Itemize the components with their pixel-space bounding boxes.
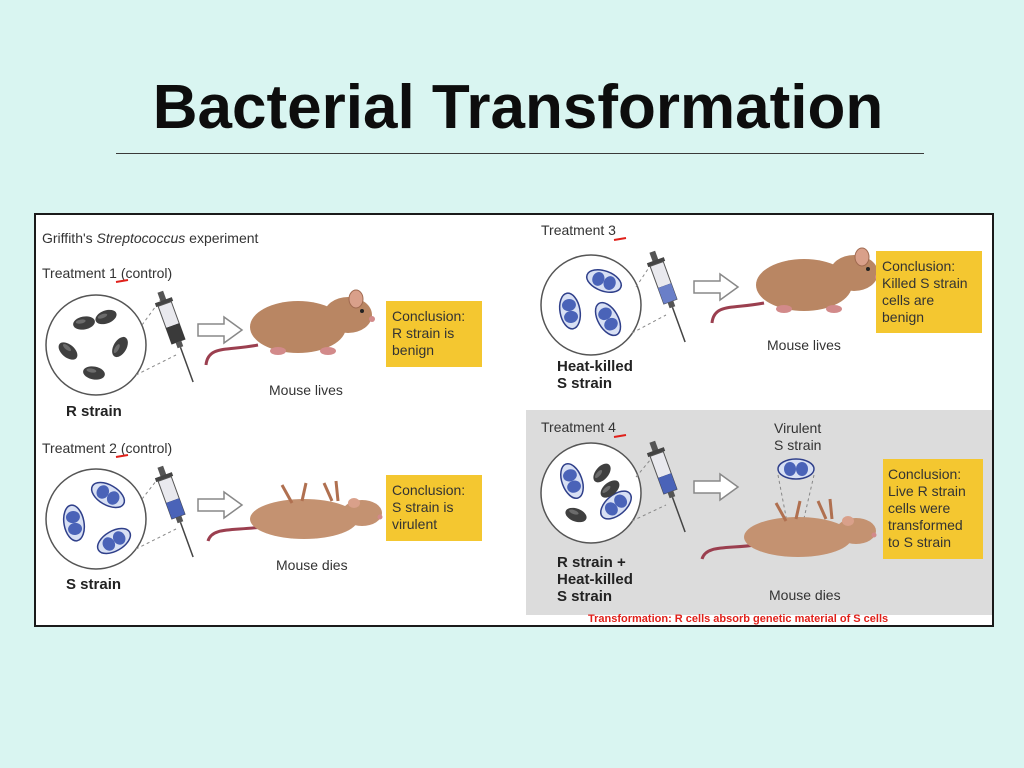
conclusion-box-3 [876, 251, 982, 333]
outcome-2: Mouse dies [276, 557, 348, 573]
conclusion-2: Conclusion: S strain is virulent [392, 482, 469, 532]
experiment-heading: Griffith's Streptococcus experiment [42, 230, 259, 246]
arrow-2 [197, 491, 243, 519]
sample-3-label: Heat-killed S strain [557, 358, 637, 392]
outcome-3: Mouse lives [767, 337, 841, 353]
treatment-2: Treatment 2 (control) Mouse dies S strai… [42, 440, 482, 593]
syringe-mixed [643, 437, 695, 536]
treatment-3: Treatment 3 Mouse lives Heat-killed S st… [540, 222, 982, 392]
recovered-label: Virulent S strain [774, 420, 825, 453]
conclusion-box-4 [883, 459, 983, 559]
outcome-1: Mouse lives [269, 382, 343, 398]
heat-killed-s-sample-circle [540, 254, 642, 356]
syringe-s-strain [151, 462, 203, 561]
conclusion-box-2 [386, 475, 482, 541]
transformation-footnote: Transformation: R cells absorb genetic m… [588, 613, 888, 625]
sample-1-label: R strain [66, 403, 122, 420]
treatment-4-label: Treatment 4 [541, 419, 616, 435]
figure-canvas: Griffith's Streptococcus experiment Trea… [42, 222, 992, 625]
mouse-live-3 [710, 246, 883, 325]
conclusion-1: Conclusion: R strain is benign [392, 308, 469, 358]
virulent-s-cell [777, 458, 815, 480]
syringe-r-strain [151, 287, 203, 386]
sample-4-label: R strain + Heat-killed S strain [557, 554, 637, 605]
outcome-4: Mouse dies [769, 587, 841, 603]
conclusion-4: Conclusion: Live R strain cells were tra… [888, 466, 970, 550]
treatment-4-underline [613, 434, 627, 438]
title-divider [116, 153, 924, 154]
treatment-2-underline [115, 454, 129, 458]
conclusion-box-1 [386, 301, 482, 367]
sample-2-label: S strain [66, 576, 121, 593]
arrow-3 [693, 273, 739, 301]
treatment-1-underline [115, 279, 129, 283]
griffith-experiment-figure: Griffith's Streptococcus experiment Trea… [34, 213, 994, 627]
treatment-4: Treatment 4 Virulent S strain Mouse dies [540, 419, 983, 625]
arrow-1 [197, 316, 243, 344]
treatment-3-label: Treatment 3 [541, 222, 616, 238]
syringe-heat-killed [643, 247, 695, 346]
treatment-3-underline [613, 237, 627, 241]
treatment-2-label: Treatment 2 (control) [42, 440, 172, 456]
treatment-1: Treatment 1 (control) Mouse lives R stra… [42, 265, 482, 420]
conclusion-3: Conclusion: Killed S strain cells are be… [882, 258, 971, 325]
treatment-1-label: Treatment 1 (control) [42, 265, 172, 281]
slide-title: Bacterial Transformation [152, 73, 884, 142]
r-strain-sample-circle [45, 294, 147, 396]
